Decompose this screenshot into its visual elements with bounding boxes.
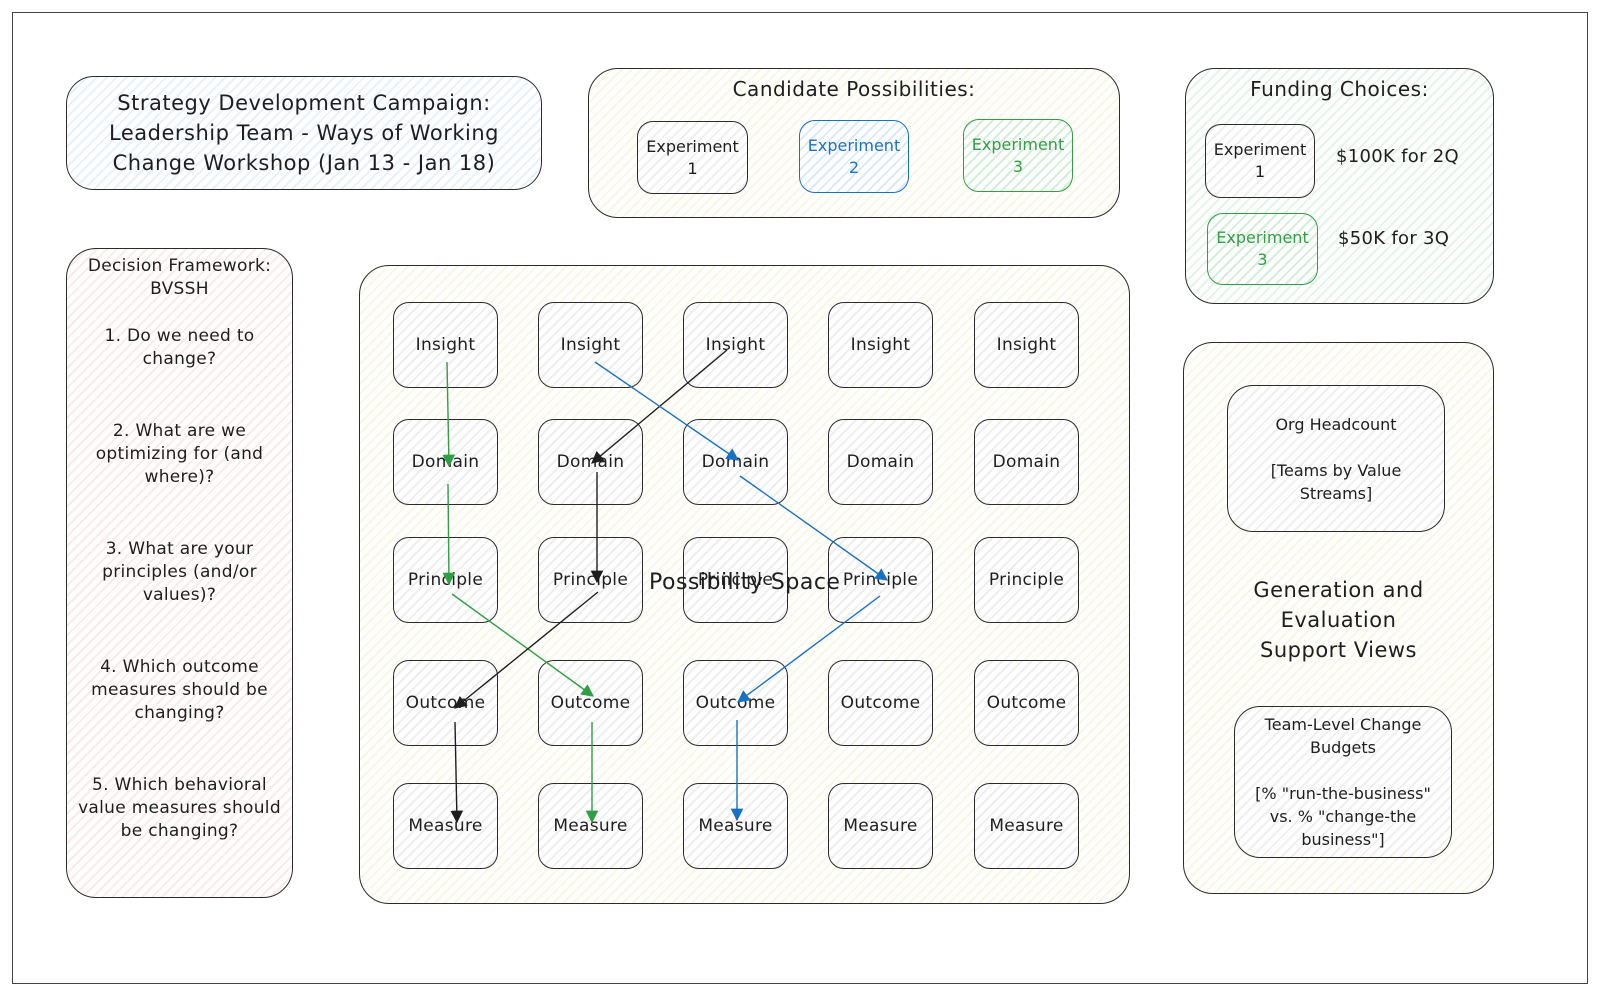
experiment-label: Experiment [1213, 140, 1307, 159]
heading-line: Generation and [1253, 578, 1424, 602]
funding-amount-1: $100K for 2Q [1336, 146, 1460, 167]
question-line: 2. What are we [112, 421, 247, 441]
experiment-label: Experiment [646, 136, 739, 156]
candidate-experiment-3[interactable]: Experiment 3 [963, 119, 1073, 192]
grid-cell-principle-5[interactable]: Principle [974, 537, 1079, 623]
grid-cell-outcome-2[interactable]: Outcome [538, 660, 643, 746]
question-line: change? [142, 349, 217, 369]
question-3: 3. What are your principles (and/or valu… [67, 538, 292, 607]
view-line: Org Headcount [1275, 414, 1397, 434]
experiment-label: Experiment [807, 135, 901, 155]
question-line: value measures should [78, 798, 281, 818]
funding-experiment-3[interactable]: Experiment 3 [1207, 213, 1318, 285]
experiment-number: 2 [848, 157, 860, 177]
grid-cell-outcome-5[interactable]: Outcome [974, 660, 1079, 746]
funding-amount-2: $50K for 3Q [1338, 228, 1450, 249]
arrow-blue-domain-principle [739, 475, 889, 581]
question-line: measures should be [91, 680, 268, 700]
campaign-title-box[interactable]: Strategy Development Campaign: Leadershi… [66, 76, 542, 190]
question-2: 2. What are we optimizing for (and where… [67, 420, 292, 489]
candidate-experiment-1[interactable]: Experiment 1 [637, 121, 748, 194]
question-line: principles (and/or [102, 562, 257, 582]
grid-cell-principle-1[interactable]: Principle [393, 537, 498, 623]
experiment-number: 1 [1254, 162, 1266, 181]
funding-choices-heading: Funding Choices: [1250, 77, 1429, 101]
grid-cell-outcome-1[interactable]: Outcome [393, 660, 498, 746]
view-line: Budgets [1310, 738, 1376, 757]
arrow-black-outcome-measure [450, 721, 464, 824]
grid-cell-measure-3[interactable]: Measure [683, 783, 788, 869]
grid-cell-domain-2[interactable]: Domain [538, 419, 643, 505]
heading-line: Evaluation [1280, 608, 1397, 632]
decision-framework-heading: Decision Framework: BVSSH [67, 255, 292, 301]
grid-cell-insight-4[interactable]: Insight [828, 302, 933, 388]
heading-line: Decision Framework: [87, 256, 272, 276]
team-change-budgets-view[interactable]: Team-Level Change Budgets [% "run-the-bu… [1234, 706, 1452, 858]
arrow-green-principle-outcome [451, 593, 595, 697]
heading-line: BVSSH [150, 279, 209, 299]
arrow-blue-principle-outcome [736, 595, 881, 703]
experiment-number: 1 [687, 158, 698, 178]
heading-line: Support Views [1260, 638, 1417, 662]
view-line: [Teams by Value [1270, 460, 1402, 480]
question-line: changing? [134, 703, 225, 723]
view-line: business"] [1301, 830, 1385, 849]
view-line: Team-Level Change [1264, 715, 1422, 734]
arrow-blue-insight-domain [594, 361, 740, 461]
question-line: 4. Which outcome [100, 657, 259, 677]
experiment-number: 3 [1012, 156, 1024, 176]
view-line: vs. % "change-the [1269, 807, 1417, 826]
canvas-frame [12, 12, 1588, 984]
campaign-title-line-2: Leadership Team - Ways of Working [109, 121, 499, 145]
question-5: 5. Which behavioral value measures shoul… [67, 774, 292, 843]
grid-cell-measure-1[interactable]: Measure [393, 783, 498, 869]
experiment-number: 3 [1257, 250, 1268, 269]
experiment-label: Experiment [1216, 228, 1309, 247]
decision-framework-panel[interactable]: Decision Framework: BVSSH 1. Do we need … [66, 248, 293, 898]
question-line: 5. Which behavioral [92, 775, 267, 795]
grid-cell-outcome-3[interactable]: Outcome [683, 660, 788, 746]
grid-cell-measure-2[interactable]: Measure [538, 783, 643, 869]
grid-cell-insight-5[interactable]: Insight [974, 302, 1079, 388]
candidate-experiment-2[interactable]: Experiment 2 [799, 120, 909, 193]
grid-cell-domain-1[interactable]: Domain [393, 419, 498, 505]
arrow-black-principle-outcome [454, 591, 599, 709]
grid-cell-principle-3[interactable]: Principle [683, 537, 788, 623]
question-1: 1. Do we need to change? [67, 325, 292, 371]
question-line: be changing? [120, 821, 239, 841]
view-line: Streams] [1299, 483, 1373, 503]
candidate-possibilities-heading: Candidate Possibilities: [732, 77, 976, 101]
experiment-label: Experiment [971, 134, 1065, 154]
support-views-heading: Generation and Evaluation Support Views [1184, 575, 1493, 665]
funding-experiment-1[interactable]: Experiment 1 [1205, 124, 1315, 198]
grid-cell-insight-1[interactable]: Insight [393, 302, 498, 388]
grid-cell-domain-5[interactable]: Domain [974, 419, 1079, 505]
grid-cell-measure-5[interactable]: Measure [974, 783, 1079, 869]
question-line: where)? [144, 467, 215, 487]
possibility-space-label: Possibility Space [649, 570, 841, 595]
grid-cell-insight-2[interactable]: Insight [538, 302, 643, 388]
grid-cell-insight-3[interactable]: Insight [683, 302, 788, 388]
grid-cell-outcome-4[interactable]: Outcome [828, 660, 933, 746]
grid-cell-measure-4[interactable]: Measure [828, 783, 933, 869]
campaign-title-line-1: Strategy Development Campaign: [117, 91, 491, 115]
view-line: [% "run-the-business" [1255, 784, 1431, 803]
question-line: optimizing for (and [95, 444, 264, 464]
question-line: 3. What are your [105, 539, 254, 559]
org-headcount-view[interactable]: Org Headcount [Teams by Value Streams] [1227, 385, 1445, 532]
arrow-green-domain-principle [442, 483, 456, 586]
question-line: 1. Do we need to [104, 326, 255, 346]
question-4: 4. Which outcome measures should be chan… [67, 656, 292, 725]
grid-cell-principle-2[interactable]: Principle [538, 537, 643, 623]
arrow-green-insight-domain [442, 361, 456, 468]
question-line: values)? [142, 585, 217, 605]
campaign-title-line-3: Change Workshop (Jan 13 - Jan 18) [112, 151, 496, 175]
grid-cell-domain-3[interactable]: Domain [683, 419, 788, 505]
grid-cell-domain-4[interactable]: Domain [828, 419, 933, 505]
